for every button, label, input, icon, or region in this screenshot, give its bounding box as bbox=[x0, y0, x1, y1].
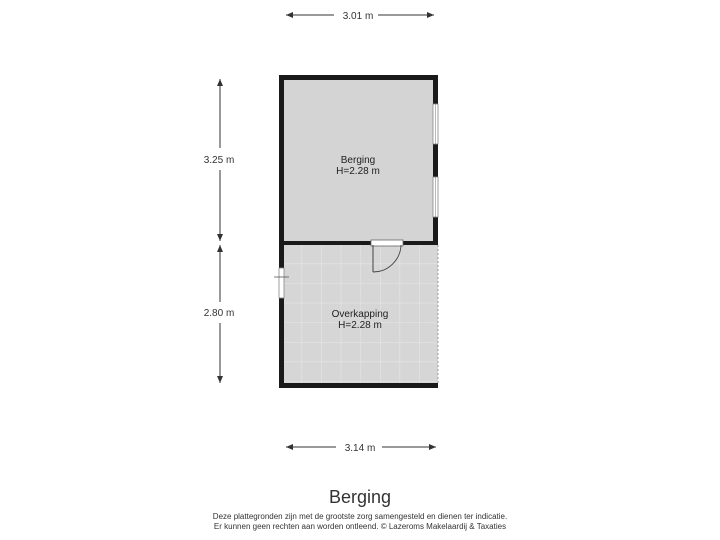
dimension-left-upper: 3.25 m bbox=[204, 79, 235, 241]
dimension-left-lower-label: 2.80 m bbox=[204, 308, 235, 319]
room-berging-floor bbox=[279, 75, 438, 244]
door bbox=[370, 239, 404, 273]
dimension-bottom-label: 3.14 m bbox=[345, 443, 376, 454]
room-berging: Berging H=2.28 m bbox=[279, 75, 439, 247]
dimension-left-lower: 2.80 m bbox=[204, 245, 235, 383]
wall-bottom bbox=[279, 383, 438, 388]
dimension-bottom: 3.14 m bbox=[286, 443, 436, 454]
room-overkapping-height: H=2.28 m bbox=[338, 320, 382, 331]
disclaimer-line-1: Deze plattegronden zijn met de grootste … bbox=[212, 512, 508, 521]
dimension-top-label: 3.01 m bbox=[343, 11, 374, 22]
wall-separating bbox=[279, 241, 438, 245]
room-overkapping-floor bbox=[282, 245, 438, 384]
opening-left bbox=[278, 267, 285, 299]
door-swing-arc bbox=[372, 244, 402, 273]
room-berging-height: H=2.28 m bbox=[336, 166, 380, 177]
wall-top bbox=[279, 75, 438, 80]
plan-title: Berging bbox=[328, 487, 392, 507]
wall-left-upper bbox=[279, 75, 284, 247]
room-overkapping: Overkapping H=2.28 m bbox=[274, 245, 439, 388]
door-opening bbox=[370, 239, 404, 247]
disclaimer-line-2: Er kunnen geen rechten aan worden ontlee… bbox=[213, 522, 507, 531]
wall-right-upper bbox=[433, 75, 438, 247]
room-overkapping-name: Overkapping bbox=[332, 309, 389, 320]
dimension-top: 3.01 m bbox=[286, 11, 434, 22]
room-berging-name: Berging bbox=[341, 155, 375, 166]
dimension-left-upper-label: 3.25 m bbox=[204, 155, 235, 166]
wall-left-lower bbox=[279, 245, 284, 387]
